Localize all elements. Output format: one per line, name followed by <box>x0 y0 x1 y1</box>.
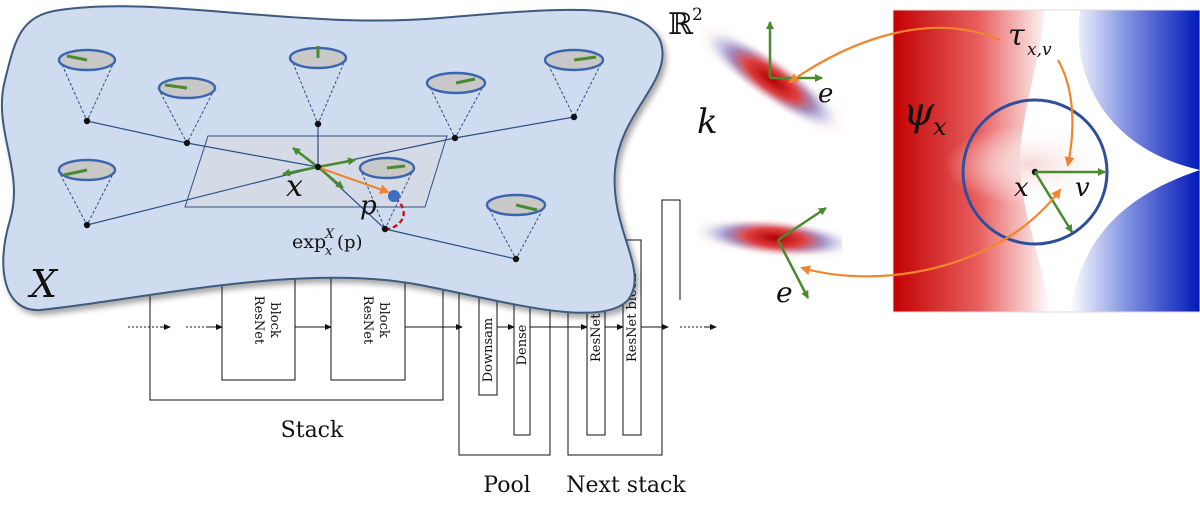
pool-label: Pool <box>483 473 530 498</box>
dense-label: Dense <box>515 324 530 365</box>
kernels-figure: ℝ 2 e k <box>668 5 845 309</box>
r2-label: ℝ <box>668 7 694 42</box>
manifold-figure: x p exp x X (p) X <box>0 5 664 314</box>
exp-map-curve <box>384 197 405 232</box>
connector-bottom-kernel <box>800 188 1062 278</box>
tau-label: τ <box>1008 18 1025 53</box>
exp-sub: x <box>325 244 333 259</box>
resnet-block-1-line2: block <box>267 302 282 338</box>
frame-at-x <box>282 147 356 189</box>
r2-exponent: 2 <box>692 5 703 25</box>
psi-sub: x <box>933 113 947 141</box>
tau-sub: x,v <box>1027 40 1052 60</box>
next-stack-label: Next stack <box>566 473 686 498</box>
cone-caps <box>57 46 605 217</box>
stack-frame <box>149 220 444 401</box>
kernel-top-e: e <box>818 79 833 109</box>
resnet-block-2-line2: block <box>376 302 391 338</box>
kernel-k-label: k <box>697 102 718 142</box>
kernel-top <box>700 17 845 143</box>
orange-connectors <box>788 26 1075 278</box>
next-stack-frame <box>567 199 681 456</box>
exp-base: exp <box>292 231 326 253</box>
exp-arg: (p) <box>337 232 363 253</box>
stack-label: Stack <box>281 418 344 443</box>
resnet-block-1-line1: ResNet <box>251 296 266 345</box>
resnet-block-2-line1: ResNet <box>360 296 375 345</box>
exp-label: exp x X (p) <box>292 227 363 259</box>
pool-frame <box>458 290 551 456</box>
connector-tau-to-x <box>1057 59 1075 167</box>
tangent-vector-p <box>319 166 390 195</box>
field-panel: ψ x τ x,v x v <box>892 9 1200 313</box>
frame-vectors <box>63 46 597 212</box>
label-x: x <box>286 169 303 204</box>
kernel-bottom <box>697 214 842 262</box>
field-v-label: v <box>1075 173 1090 203</box>
resnet-block-1 <box>221 267 296 381</box>
exp-sup: X <box>324 227 335 242</box>
resnet-block-2 <box>330 267 406 381</box>
kernel-bottom-e: e <box>776 276 793 309</box>
psi-label: ψ <box>903 89 935 135</box>
label-p: p <box>360 191 377 221</box>
resnet-architecture <box>128 199 717 456</box>
field-blue-region <box>1070 10 1200 312</box>
label-X: X <box>27 262 59 306</box>
network-labels: ResNet block ResNet block Downsam Dense … <box>251 274 686 498</box>
downsample-label: Downsam <box>481 318 496 383</box>
graph-nodes <box>83 113 578 263</box>
point-p <box>388 190 400 202</box>
connector-top-kernel <box>788 26 1001 84</box>
field-x-label: x <box>1014 173 1029 203</box>
